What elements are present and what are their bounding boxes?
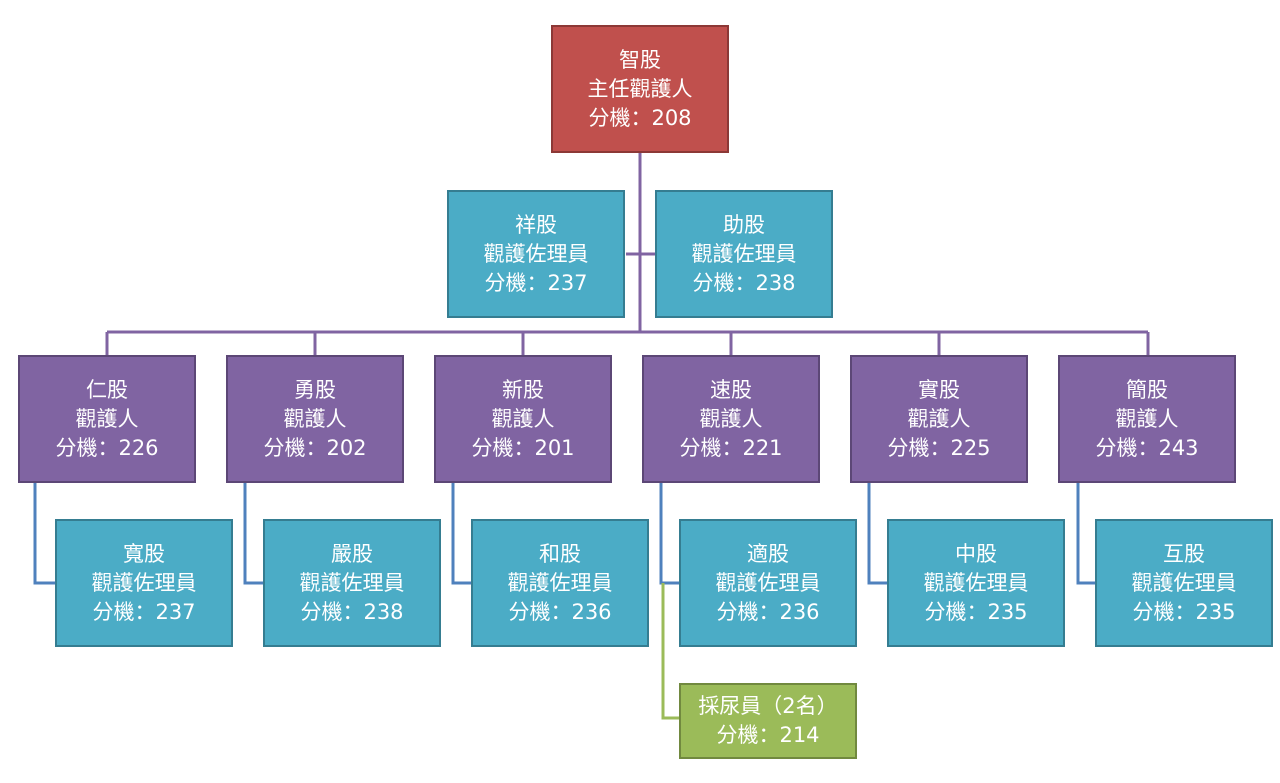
node-name: 和股	[539, 541, 581, 566]
node-ext: 分機：238	[692, 270, 796, 295]
node-name: 中股	[955, 541, 997, 566]
node-role: 觀護佐理員	[691, 241, 797, 266]
node-name: 仁股	[86, 377, 128, 402]
node-role: 觀護佐理員	[1131, 570, 1237, 595]
node-role: 觀護人	[1115, 406, 1179, 431]
node-role: 主任觀護人	[587, 76, 693, 101]
node-ext: 分機：243	[1095, 435, 1199, 460]
node-role: 觀護人	[907, 406, 971, 431]
node-role: 觀護佐理員	[299, 570, 405, 595]
node-assistant-2: 嚴股 觀護佐理員 分機：238	[263, 519, 441, 647]
node-ext: 分機：237	[92, 599, 196, 624]
node-head: 智股 主任觀護人 分機：208	[551, 25, 729, 153]
node-ext: 分機：221	[679, 435, 783, 460]
node-ext: 分機：201	[471, 435, 575, 460]
node-ext: 分機：238	[300, 599, 404, 624]
node-ext: 分機：208	[588, 105, 692, 130]
node-officer-1: 仁股 觀護人 分機：226	[18, 355, 196, 483]
node-officer-6: 簡股 觀護人 分機：243	[1058, 355, 1236, 483]
node-assistant-1: 寬股 觀護佐理員 分機：237	[55, 519, 233, 647]
node-officer-3: 新股 觀護人 分機：201	[434, 355, 612, 483]
node-name: 新股	[502, 377, 544, 402]
node-name: 勇股	[294, 377, 336, 402]
node-name: 實股	[918, 377, 960, 402]
node-ext: 分機：202	[263, 435, 367, 460]
node-ext: 分機：225	[887, 435, 991, 460]
node-officer-2: 勇股 觀護人 分機：202	[226, 355, 404, 483]
node-name: 寬股	[123, 541, 165, 566]
connector-elbow-1	[33, 483, 55, 585]
node-assistant-3: 和股 觀護佐理員 分機：236	[471, 519, 649, 647]
node-ext: 分機：214	[716, 723, 820, 747]
node-role: 觀護佐理員	[715, 570, 821, 595]
node-name: 助股	[723, 212, 765, 237]
node-role: 採尿員（2名）	[698, 694, 838, 718]
node-role: 觀護人	[699, 406, 763, 431]
node-role: 觀護人	[283, 406, 347, 431]
node-assistant-xiang: 祥股 觀護佐理員 分機：237	[447, 190, 625, 318]
node-assistant-4: 適股 觀護佐理員 分機：236	[679, 519, 857, 647]
node-name: 簡股	[1126, 377, 1168, 402]
node-role: 觀護佐理員	[507, 570, 613, 595]
node-name: 嚴股	[331, 541, 373, 566]
connector-urine	[661, 583, 680, 720]
node-urine-collector: 採尿員（2名） 分機：214	[679, 683, 857, 759]
node-officer-5: 實股 觀護人 分機：225	[850, 355, 1028, 483]
node-name: 祥股	[515, 212, 557, 237]
connector-elbow-3	[451, 483, 472, 585]
node-ext: 分機：235	[924, 599, 1028, 624]
node-name: 智股	[619, 47, 661, 72]
node-assistant-6: 互股 觀護佐理員 分機：235	[1095, 519, 1273, 647]
connector-elbow-4	[659, 483, 680, 585]
node-name: 速股	[710, 377, 752, 402]
node-ext: 分機：226	[55, 435, 159, 460]
node-ext: 分機：235	[1132, 599, 1236, 624]
node-role: 觀護佐理員	[91, 570, 197, 595]
node-name: 互股	[1163, 541, 1205, 566]
node-ext: 分機：237	[484, 270, 588, 295]
node-officer-4: 速股 觀護人 分機：221	[642, 355, 820, 483]
node-assistant-zhu: 助股 觀護佐理員 分機：238	[655, 190, 833, 318]
node-ext: 分機：236	[508, 599, 612, 624]
connector-elbow-2	[243, 483, 264, 585]
node-ext: 分機：236	[716, 599, 820, 624]
node-role: 觀護佐理員	[923, 570, 1029, 595]
connector-elbow-6	[1076, 483, 1096, 585]
node-name: 適股	[747, 541, 789, 566]
node-role: 觀護人	[491, 406, 555, 431]
node-assistant-5: 中股 觀護佐理員 分機：235	[887, 519, 1065, 647]
node-role: 觀護佐理員	[483, 241, 589, 266]
connector-elbow-5	[867, 483, 888, 585]
node-role: 觀護人	[75, 406, 139, 431]
